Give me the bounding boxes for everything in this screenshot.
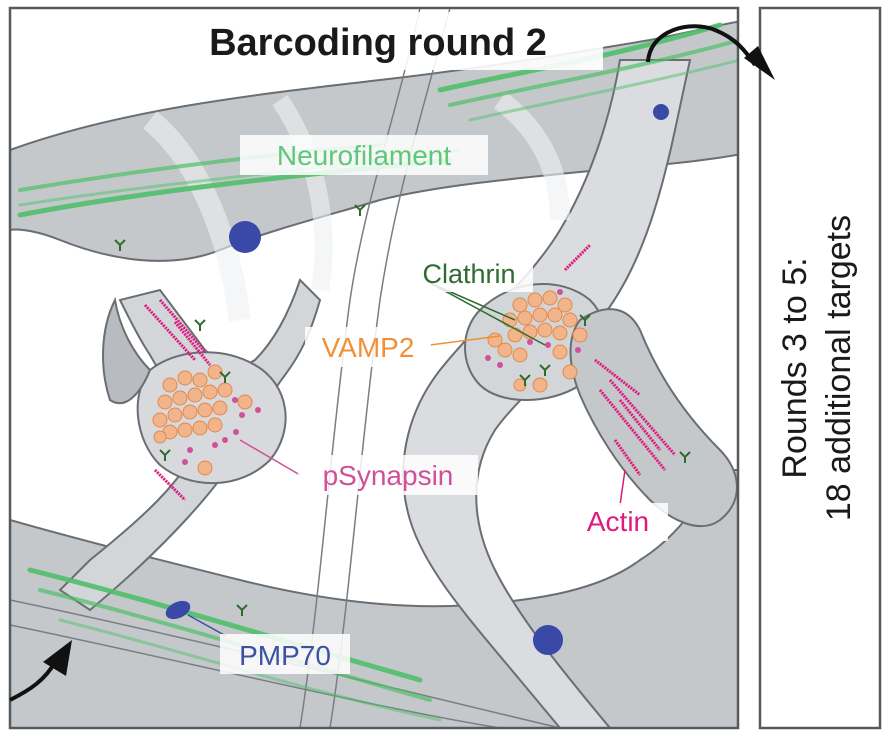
clathrin-markers (114, 204, 691, 616)
arrow-from-previous-round (9, 640, 72, 702)
pmp70-label: PMP70 (239, 640, 331, 671)
nucleus-bottom (533, 625, 563, 655)
side-text-line2: 18 additional targets (820, 215, 858, 521)
vesicles-left (152, 364, 253, 476)
neurofilament-label-bg (240, 135, 488, 175)
diagram-title: Barcoding round 2 (209, 22, 547, 64)
pale-strand-2 (272, 95, 333, 292)
psynapsin-label-bg (298, 455, 478, 495)
psynapsin-label: pSynapsin (323, 460, 454, 491)
nucleus-small (653, 104, 669, 120)
left-spine (102, 296, 152, 405)
actin-label-bg (570, 503, 668, 541)
thin-axon-4 (10, 624, 501, 728)
title-background (155, 12, 603, 70)
psynapsin-markers (182, 289, 581, 465)
clathrin-label-bg (405, 256, 533, 292)
clathrin-label: Clathrin (422, 259, 515, 289)
side-frame (758, 6, 882, 730)
nucleus-top (229, 221, 261, 253)
arrow-to-next-rounds (646, 24, 775, 80)
actin-filaments (143, 243, 677, 502)
vamp2-label: VAMP2 (322, 332, 415, 363)
actin-label: Actin (587, 506, 649, 537)
pale-strand-1 (142, 111, 251, 322)
side-text-line1: Rounds 3 to 5: (776, 257, 814, 478)
vesicles-right (487, 290, 588, 393)
thin-axon-2 (299, 8, 421, 728)
pmp70-label-bg (220, 634, 350, 674)
vamp2-label-bg (305, 327, 431, 367)
main-frame (8, 6, 740, 730)
cell-illustration (10, 8, 738, 728)
pmp70-peroxisome (165, 600, 191, 620)
neurofilament-label: Neurofilament (277, 140, 452, 171)
right-dendrite (569, 308, 738, 528)
thin-axon-1 (329, 8, 451, 728)
